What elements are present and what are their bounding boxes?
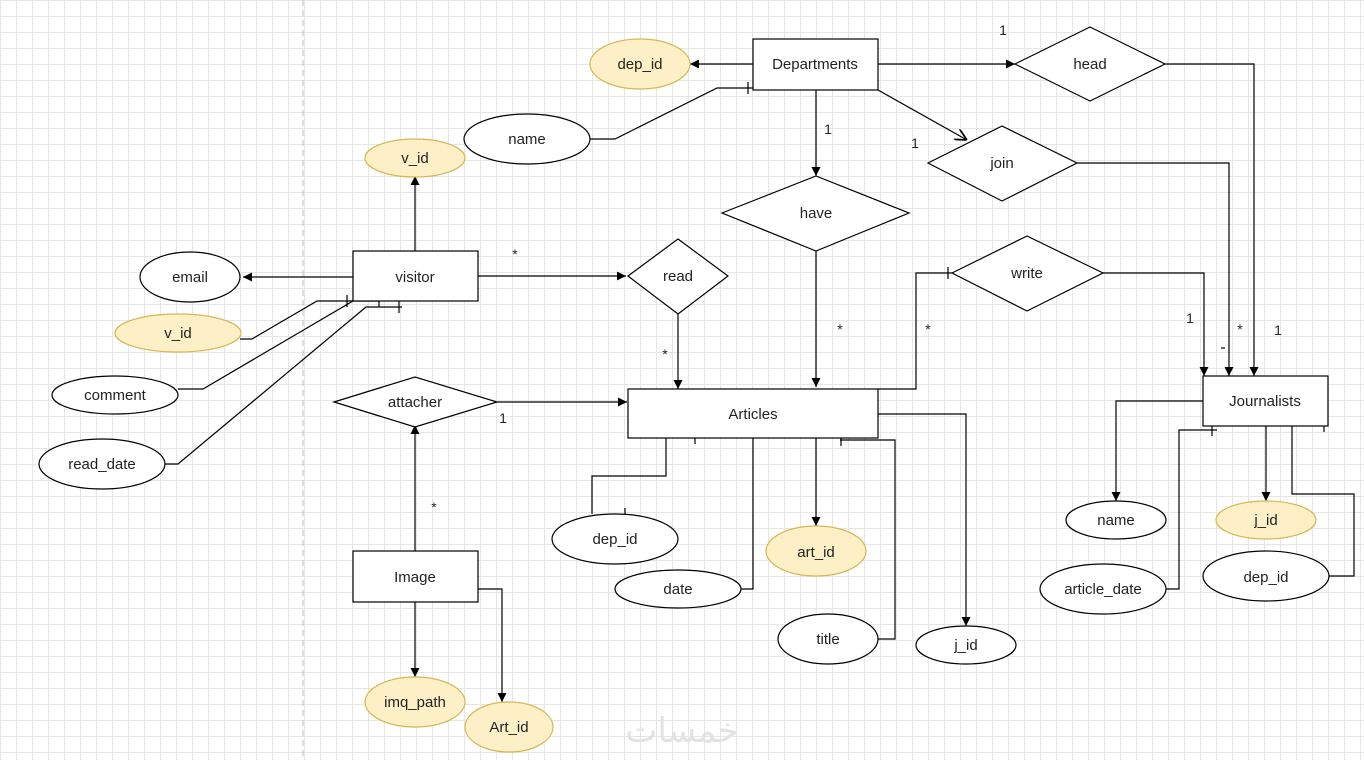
attribute-dep-id-dept: dep_id	[589, 38, 691, 90]
entity-articles-label: Articles	[728, 406, 777, 423]
entity-articles: Articles	[627, 388, 879, 439]
entity-image: Image	[352, 550, 479, 603]
cardinality-head-1-j: 1	[1274, 322, 1282, 338]
attribute-v-id-top: v_id	[364, 138, 466, 178]
entity-image-label: Image	[394, 569, 436, 586]
cardinality-attacher-1: 1	[499, 410, 507, 426]
attribute-dep-id-dept-label: dep_id	[617, 56, 662, 73]
cardinality-write-star: *	[925, 321, 931, 337]
relationship-have-label: have	[800, 205, 833, 222]
attribute-j-id-journalist-label: j_id	[1253, 512, 1277, 529]
attribute-art-id-label: art_id	[797, 544, 835, 561]
relationship-join-label: join	[989, 155, 1013, 172]
attribute-title-label: title	[816, 631, 839, 648]
attribute-v-id-visitor-label: v_id	[164, 325, 192, 342]
attribute-j-id-journalist: j_id	[1215, 500, 1317, 540]
attribute-v-id-top-label: v_id	[401, 150, 429, 167]
cardinality-head-1: 1	[999, 22, 1007, 38]
attribute-name-dept-label: name	[508, 131, 546, 148]
connector-lines	[165, 59, 1355, 702]
watermark-logo: خمسات	[625, 711, 738, 751]
attribute-email: email	[139, 251, 241, 303]
relationship-write-label: write	[1010, 265, 1043, 282]
cardinality-join-star: *	[1237, 321, 1243, 337]
cardinality-read-star: *	[512, 246, 518, 262]
attribute-art-id-image-label: Art_id	[489, 719, 528, 736]
attribute-art-id-image: Art_id	[464, 701, 554, 753]
attribute-name-dept: name	[463, 113, 591, 165]
attribute-dep-id-journalist: dep_id	[1202, 550, 1330, 602]
cardinality-write-1: 1	[1186, 310, 1194, 326]
attribute-art-id: art_id	[765, 525, 867, 577]
relationship-have: have	[720, 175, 911, 252]
attribute-imq-path: imq_path	[364, 676, 466, 728]
cardinality-have-star: *	[837, 321, 843, 337]
attribute-j-id-article: j_id	[915, 625, 1017, 665]
attribute-article-date: article_date	[1039, 563, 1167, 615]
entity-departments: Departments	[752, 38, 879, 91]
cardinality-labels: 1 1 1 * * * * 1 * 1 1 *	[431, 22, 1282, 515]
relationship-head: head	[1013, 26, 1167, 102]
attribute-dep-id-article: dep_id	[551, 513, 679, 565]
attribute-comment: comment	[51, 375, 179, 415]
attribute-name-journalist-label: name	[1097, 512, 1135, 529]
relationship-attacher: attacher	[331, 376, 500, 428]
cardinality-join-1: 1	[911, 135, 919, 151]
attribute-date: date	[614, 569, 742, 609]
entity-journalists: Journalists	[1202, 375, 1329, 427]
attribute-email-label: email	[172, 269, 208, 286]
attribute-name-journalist: name	[1065, 500, 1167, 540]
attribute-article-date-label: article_date	[1064, 581, 1142, 598]
entity-visitor-label: visitor	[395, 269, 434, 286]
entity-departments-label: Departments	[772, 56, 858, 73]
attribute-comment-label: comment	[84, 387, 147, 404]
entity-journalists-label: Journalists	[1229, 393, 1301, 410]
relationship-read-label: read	[663, 268, 693, 285]
relationship-read: read	[626, 238, 730, 315]
cardinality-read-star-art: *	[662, 346, 668, 362]
relationship-attacher-label: attacher	[388, 394, 442, 411]
attribute-read-date-label: read_date	[68, 456, 136, 473]
attribute-read-date: read_date	[38, 438, 166, 490]
entity-visitor: visitor	[352, 250, 479, 302]
attribute-title: title	[777, 613, 879, 665]
relationship-write: write	[950, 235, 1105, 312]
attribute-v-id-visitor: v_id	[114, 313, 242, 353]
attribute-dep-id-journalist-label: dep_id	[1243, 569, 1288, 586]
cardinality-have-1: 1	[824, 121, 832, 137]
cardinality-attacher-star: *	[431, 499, 437, 515]
relationship-join: join	[926, 125, 1079, 202]
relationship-head-label: head	[1073, 56, 1106, 73]
attribute-dep-id-article-label: dep_id	[592, 531, 637, 548]
attribute-j-id-article-label: j_id	[953, 637, 977, 654]
attribute-date-label: date	[663, 581, 692, 598]
attribute-imq-path-label: imq_path	[384, 694, 446, 711]
